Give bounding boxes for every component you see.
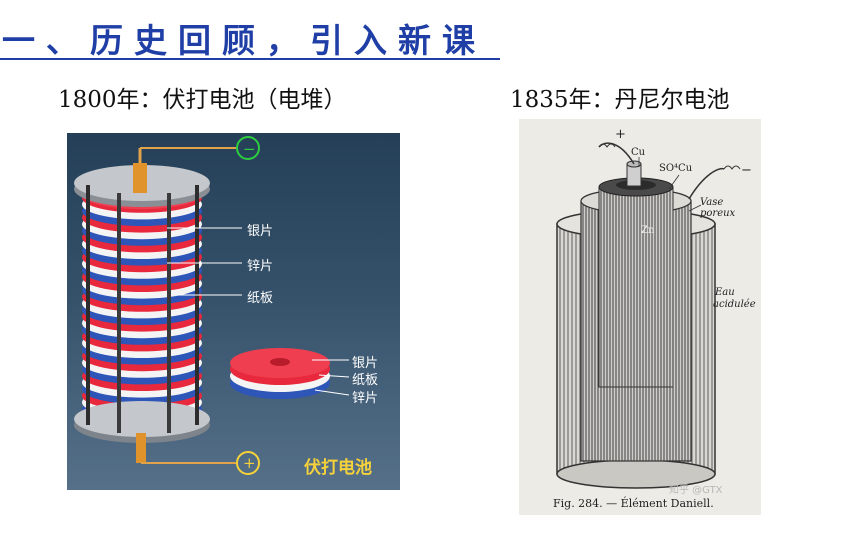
fig-caption: Fig. 284. — Élément Daniell. xyxy=(553,497,714,510)
plus-terminal-label: + xyxy=(243,454,256,472)
daniell-minus-label: − xyxy=(741,163,752,178)
zinc-label: 锌片 xyxy=(247,259,274,274)
volta-caption: 1800年：伏打电池（电堆） xyxy=(58,87,347,113)
volta-title-label: 伏打电池 xyxy=(304,458,372,478)
volta-pile-drawing xyxy=(74,136,350,475)
daniell-cell-drawing xyxy=(556,142,741,489)
daniell-plus-label: + xyxy=(615,127,626,142)
disc-silver-label: 银片 xyxy=(352,356,379,371)
vase-poreux-label: Vase poreux xyxy=(700,197,736,219)
section-heading: 一、历史回顾，引入新课 xyxy=(2,21,486,60)
acidulee-label: acidulée xyxy=(713,299,756,310)
so4cu-label: SO⁴Cu xyxy=(659,163,693,174)
cu-label: Cu xyxy=(631,147,646,158)
volta-pile-image: − + 银片 锌片 纸板 银片 纸板 锌片 伏打电池 xyxy=(67,133,400,490)
disc-paper-label: 纸板 xyxy=(352,373,379,388)
disc-zinc-label: 锌片 xyxy=(352,391,379,406)
daniell-cell-image: + − Cu SO⁴Cu Zn Vase poreux Eau acidulée… xyxy=(519,119,761,515)
paper-label: 纸板 xyxy=(247,291,274,306)
silver-label: 银片 xyxy=(247,224,274,239)
watermark: 知乎 @GTX xyxy=(669,485,723,496)
eau-label: Eau xyxy=(715,287,735,298)
zn-label: Zn xyxy=(641,225,655,236)
heading-underline xyxy=(0,58,500,60)
daniell-caption: 1835年：丹尼尔电池 xyxy=(510,87,730,113)
minus-terminal-label: − xyxy=(243,140,256,158)
